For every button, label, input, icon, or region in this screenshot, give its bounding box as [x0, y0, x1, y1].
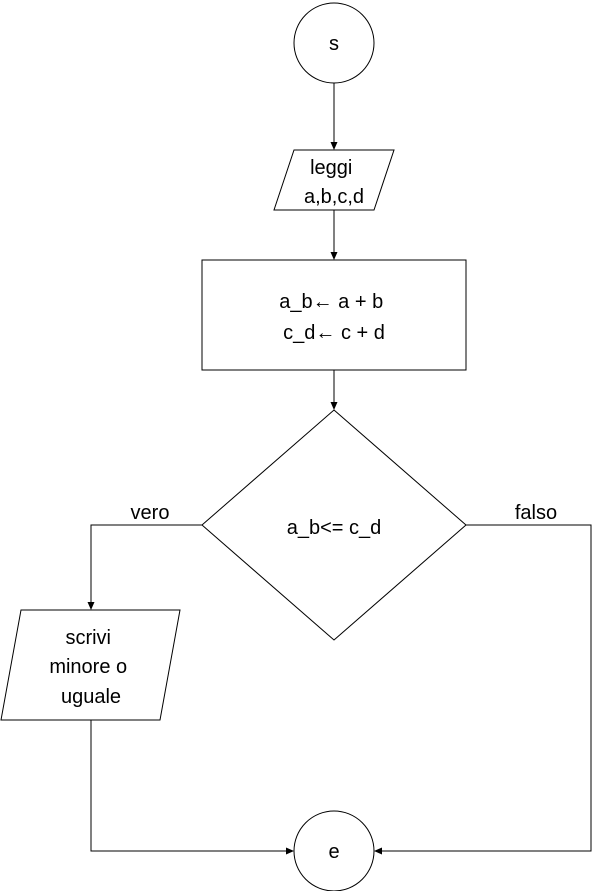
arrowhead-end-right — [374, 847, 382, 855]
start-node-label: s — [329, 33, 339, 55]
output-node-line-2: minore o — [49, 656, 127, 678]
process-node: a_b← a + b c_d← c + d — [201, 259, 467, 371]
input-node-shape — [273, 149, 395, 211]
arrowhead-output — [87, 602, 95, 610]
edge-decision-to-end-false — [382, 524, 592, 852]
decision-node-label: a_b<= c_d — [287, 517, 382, 539]
edge-decision-to-output-true — [90, 524, 202, 602]
edge-label-true: vero — [131, 502, 170, 524]
end-node: e — [293, 810, 375, 891]
edges — [87, 83, 592, 855]
output-node-line-1: scrivi — [65, 627, 111, 649]
input-node-label: leggi a,b,c,d — [304, 157, 364, 208]
process-node-label: a_b← a + b c_d← c + d — [279, 291, 389, 344]
arrowhead-decision — [330, 402, 338, 410]
output-node-shape — [0, 609, 181, 721]
edge-output-to-end — [90, 720, 286, 852]
arrowhead-end-left — [286, 847, 294, 855]
process-node-line-1: a_b← a + b — [279, 291, 383, 313]
end-node-label: e — [328, 841, 339, 863]
input-node-line-1: leggi — [310, 157, 352, 179]
decision-node-shape — [201, 409, 467, 641]
output-node-line-3: uguale — [61, 686, 121, 708]
decision-node: a_b<= c_d — [201, 409, 467, 641]
output-node: scrivi minore o uguale — [0, 609, 181, 721]
start-node: s — [293, 2, 375, 84]
start-node-shape — [293, 2, 375, 84]
arrowhead-input — [330, 142, 338, 150]
input-node: leggi a,b,c,d — [273, 149, 395, 211]
edge-label-false: falso — [515, 502, 557, 524]
end-node-shape — [293, 810, 375, 891]
arrowhead-process — [330, 252, 338, 260]
input-node-line-2: a,b,c,d — [304, 186, 364, 208]
output-node-label: scrivi minore o uguale — [49, 627, 132, 708]
process-node-shape — [201, 259, 467, 371]
process-node-line-2: c_d← c + d — [283, 322, 385, 344]
